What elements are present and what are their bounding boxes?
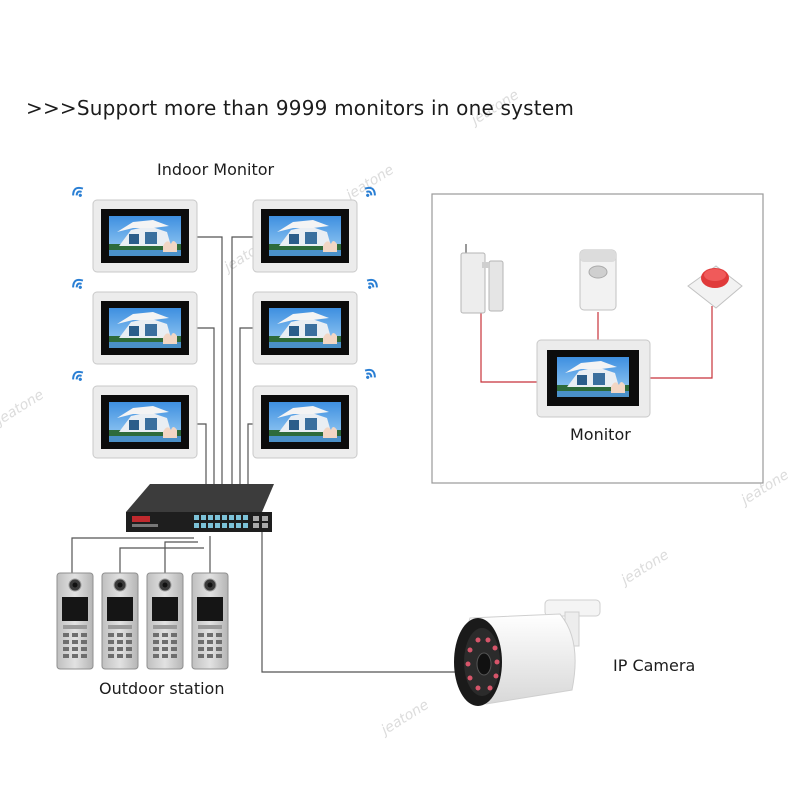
poe-switch-icon [126,484,274,532]
indoor-monitor [93,200,197,272]
indoor-monitor [253,200,357,272]
indoor-monitor [253,292,357,364]
indoor-monitor [93,386,197,458]
doorbell-panel-icon [146,572,184,670]
alarm-panel-frame [431,193,764,484]
doorbell-panel-icon [101,572,139,670]
cable [196,327,215,508]
alarm-wire [650,306,713,379]
watermark-text: jeatone [617,547,672,590]
outdoor-station-label: Outdoor station [99,679,225,698]
bullet-camera-icon [454,599,601,706]
emergency-button-icon [687,265,743,309]
indoor-monitor [93,292,197,364]
wifi-icon [69,184,88,202]
cable [119,547,204,580]
cable [239,327,256,508]
cable [164,541,198,580]
indoor-monitors [93,200,357,458]
pir-sensor-icon [579,249,617,311]
wifi-icon [69,368,88,386]
alarm-monitor [536,339,651,418]
doorbell-panel-icon [56,572,94,670]
cable [196,236,223,508]
alarm-wires [480,306,713,383]
wifi-icon [362,276,381,294]
indoor-monitor-label: Indoor Monitor [157,160,275,179]
door-sensor-icon [460,244,504,314]
watermark-text: jeatone [342,162,397,205]
cable [196,423,207,508]
ip-camera-label: IP Camera [613,656,696,675]
doorbell-panel-icon [191,572,229,670]
cable [71,537,194,580]
wifi-icon [360,366,379,384]
watermark-text: jeatone [0,387,47,430]
indoor-monitor [253,386,357,458]
headline: >>>Support more than 9999 monitors in on… [26,96,575,120]
watermark-text: jeatone [377,697,432,740]
cable [261,530,458,673]
outdoor-stations [56,572,229,670]
cable [231,236,256,508]
alarm-wire [480,310,538,383]
wifi-icon [69,276,88,294]
alarm-panel [431,193,764,484]
monitor-label: Monitor [570,425,631,444]
